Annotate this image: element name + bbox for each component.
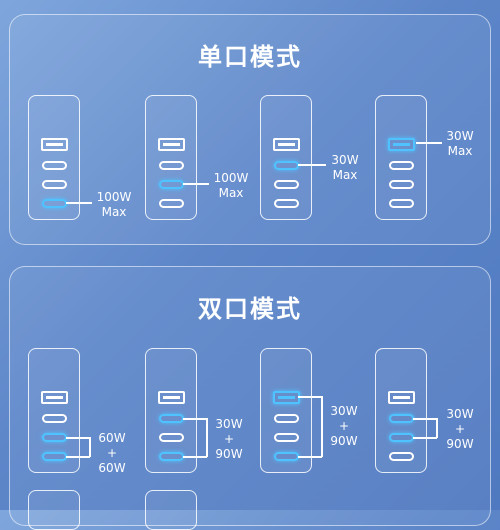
- usb-c-port-active: [159, 180, 184, 189]
- dual-mode-panel: 双口模式: [9, 266, 491, 526]
- connector-line: [183, 183, 209, 185]
- bracket-line: [206, 418, 208, 457]
- usb-c-port-active: [159, 452, 184, 461]
- charger-diagram: [145, 95, 197, 220]
- port-power-label: 100W Max: [96, 190, 132, 219]
- usb-a-port: [158, 138, 185, 151]
- usb-c-port: [389, 161, 414, 170]
- usb-c-port-active: [42, 452, 67, 461]
- bracket-line: [436, 418, 438, 438]
- usb-a-port: [158, 391, 185, 404]
- usb-c-port-active: [274, 161, 299, 170]
- single-mode-panel: 单口模式: [9, 14, 491, 245]
- usb-c-port-active: [159, 414, 184, 423]
- usb-c-port-active: [42, 433, 67, 442]
- dual-mode-title: 双口模式: [198, 295, 302, 323]
- usb-c-port: [274, 199, 299, 208]
- usb-c-port: [159, 161, 184, 170]
- usb-c-port: [389, 452, 414, 461]
- charger-diagram: [28, 348, 80, 473]
- connector-line: [298, 164, 326, 166]
- usb-c-port-active: [274, 452, 299, 461]
- port-power-label: 30W + 90W: [215, 417, 243, 461]
- charger-diagram: [375, 348, 427, 473]
- usb-c-port: [42, 161, 67, 170]
- charger-diagram: [28, 95, 80, 220]
- usb-c-port: [274, 433, 299, 442]
- port-power-label: 30W + 90W: [330, 404, 358, 448]
- usb-c-port: [42, 180, 67, 189]
- charger-diagram-partial: [145, 490, 197, 530]
- bracket-line: [66, 456, 90, 458]
- bracket-line: [89, 437, 91, 457]
- charger-diagram-partial: [28, 490, 80, 530]
- port-power-label: 30W + 90W: [446, 407, 474, 451]
- connector-line: [416, 142, 442, 144]
- charger-diagram: [260, 95, 312, 220]
- bracket-line: [66, 437, 90, 439]
- bracket-line: [298, 396, 322, 398]
- usb-c-port: [159, 433, 184, 442]
- connector-line: [66, 202, 92, 204]
- usb-a-port-active: [273, 391, 300, 404]
- usb-c-port: [274, 180, 299, 189]
- usb-c-port-active: [389, 433, 414, 442]
- usb-c-port-active: [389, 414, 414, 423]
- bracket-line: [183, 456, 207, 458]
- port-power-label: 100W Max: [213, 171, 249, 200]
- usb-c-port: [389, 180, 414, 189]
- usb-c-port: [42, 414, 67, 423]
- usb-a-port: [388, 391, 415, 404]
- charger-diagram: [260, 348, 312, 473]
- usb-c-port-active: [42, 199, 67, 208]
- bracket-line: [183, 418, 207, 420]
- usb-a-port: [41, 391, 68, 404]
- usb-a-port-active: [388, 138, 415, 151]
- usb-c-port: [389, 199, 414, 208]
- bracket-line: [298, 456, 322, 458]
- port-power-label: 30W Max: [446, 129, 474, 158]
- charger-diagram: [375, 95, 427, 220]
- usb-c-port: [274, 414, 299, 423]
- port-power-label: 30W Max: [331, 153, 359, 182]
- port-power-label: 60W + 60W: [98, 431, 126, 475]
- bracket-line: [321, 396, 323, 457]
- bracket-line: [413, 418, 437, 420]
- usb-a-port: [41, 138, 68, 151]
- usb-c-port: [159, 199, 184, 208]
- single-mode-title: 单口模式: [198, 43, 302, 71]
- charger-diagram: [145, 348, 197, 473]
- usb-a-port: [273, 138, 300, 151]
- bracket-line: [413, 437, 437, 439]
